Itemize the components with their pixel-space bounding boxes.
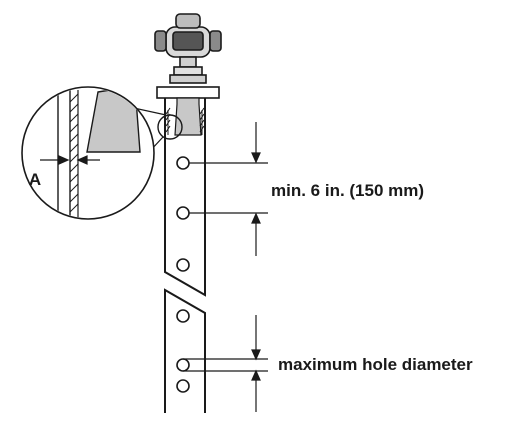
- pipe-wall-hatch: [165, 107, 205, 135]
- hole-spacing-dimension: [189, 122, 268, 256]
- pipe-holes: [176, 156, 190, 393]
- detail-label-a: A: [29, 170, 41, 189]
- pipe-upper-section: [164, 98, 206, 297]
- hole: [176, 206, 190, 220]
- hole: [176, 156, 190, 170]
- hole: [176, 379, 190, 393]
- cone-antenna: [174, 97, 202, 136]
- transmitter-head: [154, 13, 222, 84]
- hole: [176, 358, 190, 372]
- hole: [176, 258, 190, 272]
- hole: [176, 309, 190, 323]
- detail-callout: [21, 86, 183, 220]
- hole-spacing-label: min. 6 in. (150 mm): [271, 181, 424, 200]
- hole-diameter-dimension: [183, 315, 268, 412]
- pipe-lower-section: [164, 288, 206, 413]
- flange: [156, 86, 220, 99]
- hole-diameter-label: maximum hole diameter: [278, 355, 473, 374]
